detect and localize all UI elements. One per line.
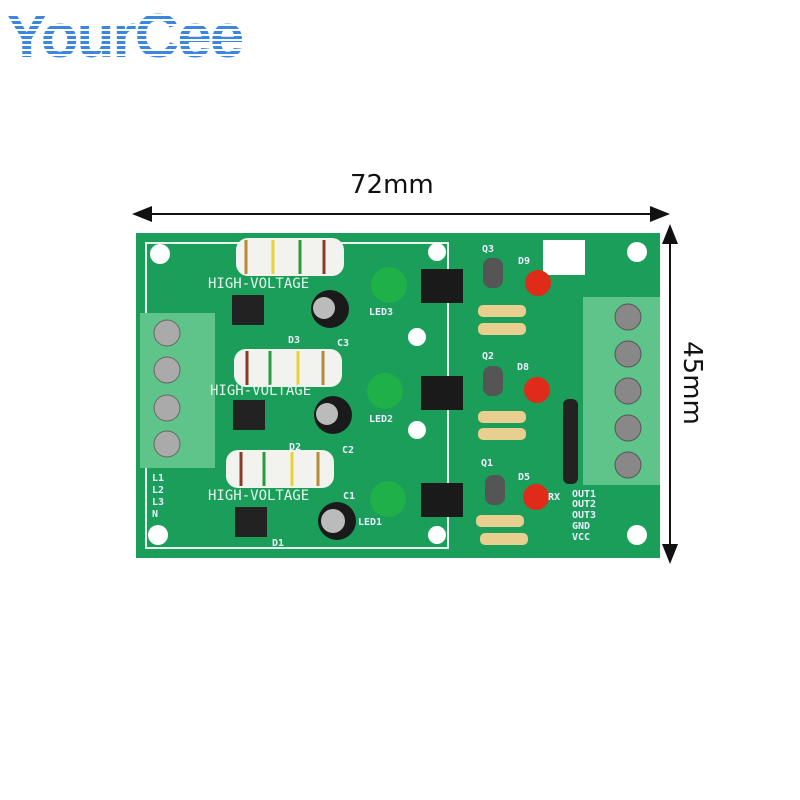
d5-label: D5 [518,472,531,483]
high-voltage-label: HIGH-VOLTAGE [208,276,310,292]
d9-label: D9 [518,256,531,267]
height-dimension-label: 45mm [676,341,707,425]
d8-label: D8 [517,362,530,373]
resistor-network [563,399,578,484]
brand-logo: YourCee [6,2,244,71]
pin-label-l1: L1 [152,473,165,484]
rx-label: RX [548,492,561,503]
d3-label: D3 [288,335,301,346]
pin-label-out2: OUT2 [572,499,597,510]
bridge-rectifiers [232,295,267,537]
red-leds [523,270,551,510]
c2-label: C2 [342,445,355,456]
output-terminal-block [583,297,660,485]
c3-label: C3 [337,338,350,349]
high-voltage-label: HIGH-VOLTAGE [208,488,310,504]
optocouplers [421,269,463,517]
q2-label: Q2 [482,351,495,362]
pin-label-n: N [152,509,159,520]
green-leds [367,267,407,517]
pin-label-out1: OUT1 [572,489,597,500]
d1-label: D1 [272,538,285,549]
pin-label-gnd: GND [572,521,591,532]
mounting-holes [148,242,647,545]
pin-label-out3: OUT3 [572,510,597,521]
c1-label: C1 [343,491,356,502]
power-resistors [226,238,344,488]
pin-label-l2: L2 [152,485,165,496]
led1-label: LED1 [358,517,383,528]
led3-label: LED3 [369,307,394,318]
d2-label: D2 [289,442,302,453]
led2-label: LED2 [369,414,394,425]
high-voltage-label: HIGH-VOLTAGE [210,383,312,399]
pin-label-vcc: VCC [572,532,591,543]
pin-label-l3: L3 [152,497,165,508]
small-resistors [476,305,528,545]
q1-label: Q1 [481,458,494,469]
q3-label: Q3 [482,244,495,255]
input-terminal-block [140,313,215,468]
transistors [483,258,505,505]
label-pad [543,240,585,275]
width-dimension-label: 72mm [350,170,434,200]
